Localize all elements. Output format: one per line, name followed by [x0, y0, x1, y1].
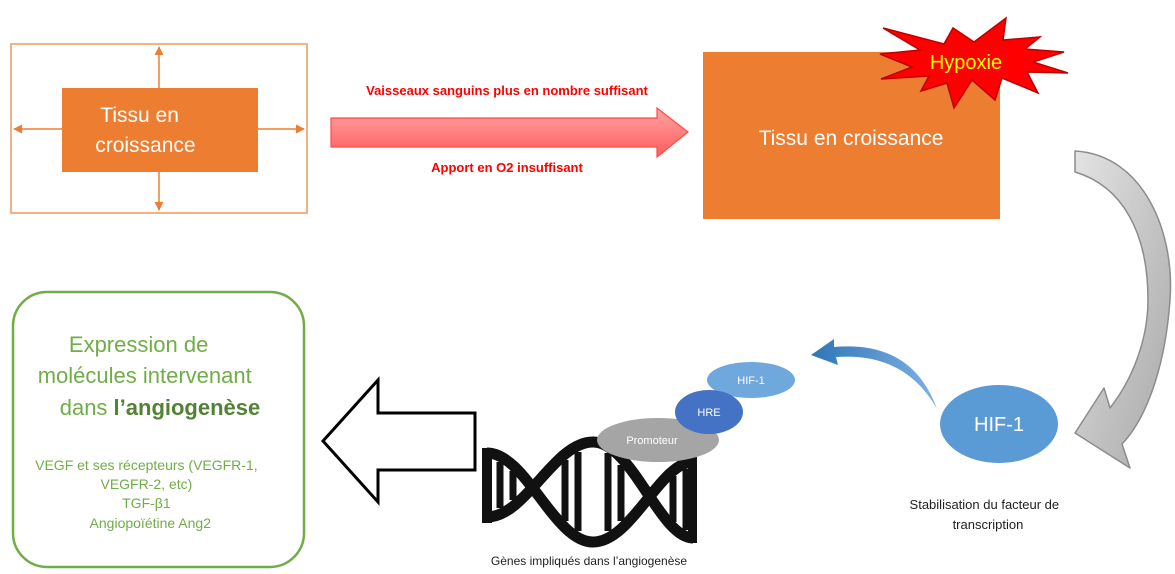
hre-ellipse	[675, 390, 743, 434]
transition-bottom-label: Apport en O2 insuffisant	[431, 160, 583, 175]
expression-title: Expression de molécules intervenant	[0, 0, 282, 388]
dna-left-end	[482, 448, 492, 523]
molecule-item: TGF-β1	[122, 495, 171, 511]
dna-strand-a	[486, 447, 694, 548]
growing-tissue-block	[62, 88, 258, 172]
growing-tissue-label-line2: croissance	[95, 134, 195, 157]
hre-label: HRE	[697, 407, 720, 419]
growing-tissue-label: Tissu en croissance	[0, 0, 225, 157]
bound-hif1-label: HIF-1	[737, 375, 765, 387]
curved-binding-arrow	[811, 339, 937, 409]
gene-complex: HIF-1 Promoteur HRE Gènes impliqués dans…	[482, 362, 795, 568]
hypoxia-burst-icon	[879, 16, 1069, 110]
hif1-stabilisation: HIF-1 Stabilisation du facteur de transc…	[910, 385, 1060, 532]
bound-hif1-ellipse	[707, 362, 795, 398]
dna-helix-icon	[482, 436, 697, 548]
hollow-left-arrow	[320, 376, 477, 506]
hypoxic-tissue-label: Tissu en croissance	[759, 127, 944, 150]
expression-panel: Expression de molécules intervenant dans…	[0, 0, 306, 569]
molecule-list: VEGF et ses récepteurs (VEGFR-1, VEGFR-2…	[0, 0, 285, 531]
transition: Vaisseaux sanguins plus en nombre suffis…	[330, 83, 689, 175]
expression-title-line1: Expression de	[69, 332, 208, 357]
hif1-caption-line1: Stabilisation du facteur de	[910, 497, 1060, 512]
gene-caption: Gènes impliqués dans l’angiogenèse	[491, 554, 687, 568]
dna-right-end	[688, 457, 697, 543]
expression-title-line2: molécules intervenant	[38, 363, 252, 388]
hypoxic-tissue-panel: Tissu en croissance Hypoxie	[703, 16, 1069, 219]
dna-strand-b	[486, 436, 694, 544]
expression-title-line3-prefix: dans	[60, 395, 114, 420]
curved-down-arrow	[1074, 150, 1172, 469]
growing-tissue-panel: Tissu en croissance	[0, 0, 308, 214]
molecule-item: VEGFR-2, etc)	[100, 476, 192, 492]
molecule-item: VEGF et ses récepteurs (VEGFR-1,	[35, 457, 258, 473]
growing-tissue-label-line1: Tissu en	[100, 104, 179, 127]
hif1-caption: Stabilisation du facteur de transcriptio…	[910, 497, 1060, 532]
hif1-label: HIF-1	[974, 414, 1024, 436]
promoter-label: Promoteur	[626, 435, 678, 447]
growth-boundary-outline	[10, 43, 308, 214]
molecule-item: Angiopoïétine Ang2	[90, 515, 212, 531]
expression-title-line3: dans l’angiogenèse	[60, 395, 261, 420]
hif1-ellipse	[940, 385, 1058, 463]
transition-top-label: Vaisseaux sanguins plus en nombre suffis…	[366, 83, 648, 98]
expression-title-line3-bold: l’angiogenèse	[114, 395, 261, 420]
expression-box	[11, 290, 306, 569]
hypoxia-label: Hypoxie	[930, 52, 1002, 74]
transition-arrow	[330, 106, 689, 159]
hif1-caption-line2: transcription	[953, 517, 1024, 532]
